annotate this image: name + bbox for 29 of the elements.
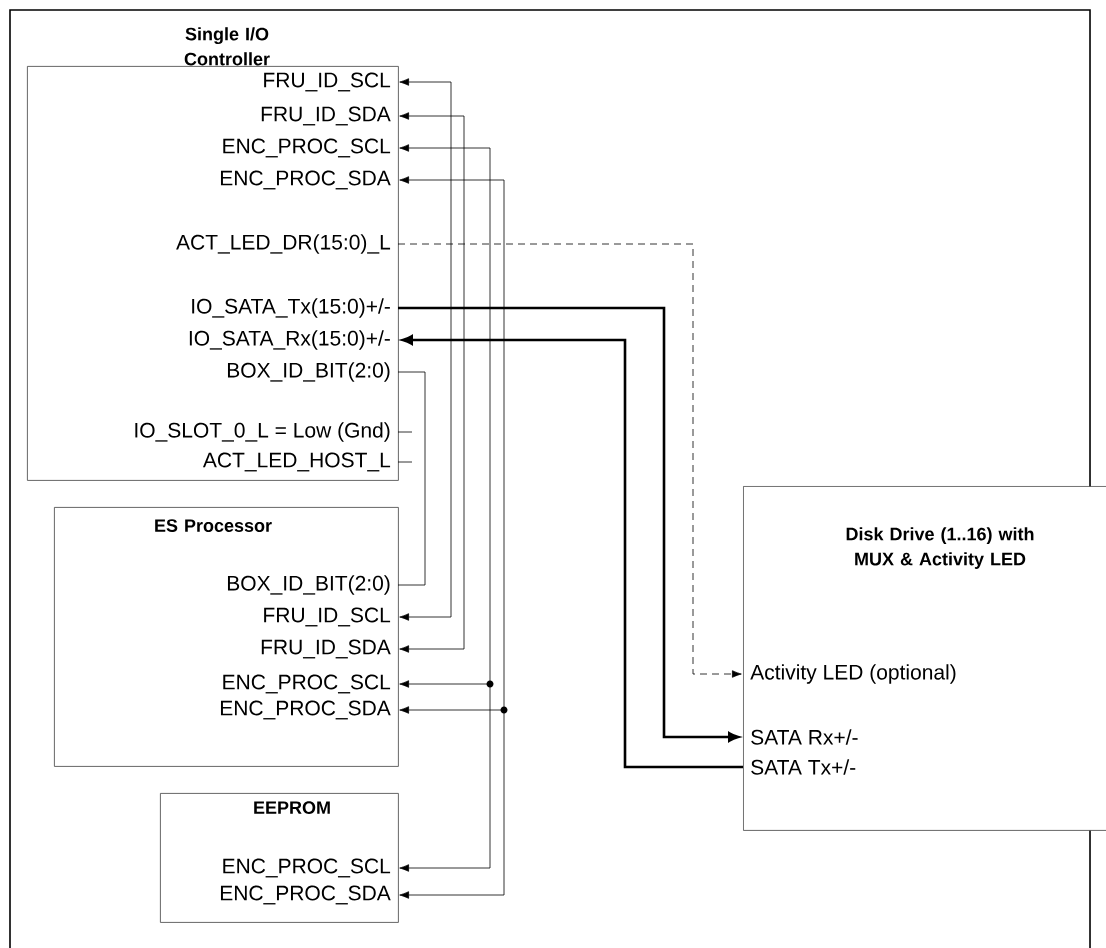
pin-label: ENC_PROC_SCL	[223, 138, 391, 158]
pin-label: FRU_ID_SDA	[261, 106, 391, 126]
connector-line	[397, 431, 413, 433]
connector-line	[399, 144, 491, 872]
connector-line	[397, 371, 426, 586]
pin-label: FRU_ID_SCL	[264, 607, 391, 627]
pin-label: SATA Rx+/-	[751, 729, 858, 745]
connector-line	[397, 243, 742, 678]
pin-label: IO_SATA_Rx(15:0)+/-	[189, 330, 390, 350]
pin-label: BOX_ID_BIT(2:0)	[227, 575, 390, 595]
pin-label: FRU_ID_SDA	[261, 639, 391, 659]
pin-label: SATA Tx+/-	[751, 759, 856, 775]
pin-label: ACT_LED_DR(15:0)_L	[176, 234, 391, 254]
pin-label: ENC_PROC_SCL	[223, 858, 391, 878]
pin-label: ENC_PROC_SDA	[221, 170, 391, 190]
pin-label: BOX_ID_BIT(2:0)	[227, 362, 390, 382]
connector-line	[397, 461, 413, 463]
node-label: Single I/O Controller	[184, 27, 270, 66]
pin-label: ENC_PROC_SDA	[221, 885, 391, 905]
pin-label: Activity LED (optional)	[750, 664, 956, 684]
pin-label: IO_SATA_Tx(15:0)+/-	[192, 298, 390, 318]
connector-line	[399, 112, 465, 653]
connector-line	[399, 176, 505, 899]
connector-line	[399, 78, 452, 621]
pin-label: FRU_ID_SCL	[264, 72, 391, 92]
pin-label: ENC_PROC_SDA	[221, 700, 391, 720]
pin-label: ENC_PROC_SCL	[223, 674, 391, 694]
pin-label: IO_SLOT_0_L = Low (Gnd)	[135, 422, 390, 442]
pin-label: ACT_LED_HOST_L	[202, 452, 391, 472]
